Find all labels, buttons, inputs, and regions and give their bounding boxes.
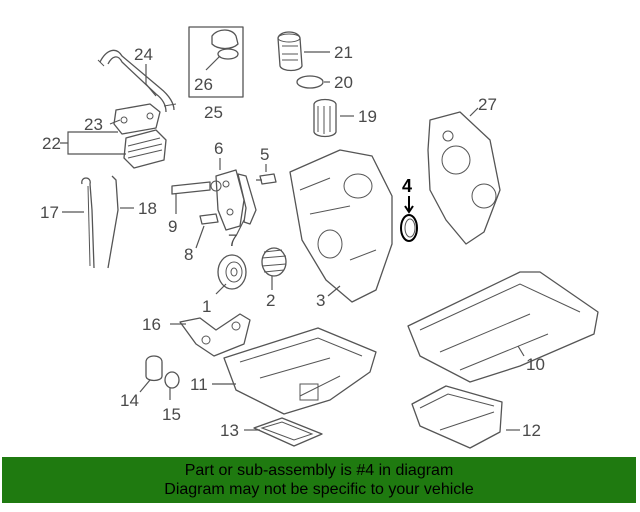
part-15-washer[interactable] (164, 371, 180, 389)
parts-diagram: 24 23 22 26 25 21 20 19 27 4 6 5 9 7 8 1… (40, 26, 599, 449)
part-10-oil-pan[interactable] (407, 271, 599, 383)
part-3-timing-cover[interactable] (289, 149, 393, 303)
part-11-oil-pan-upper[interactable] (223, 327, 377, 415)
banner-line-2: Diagram may not be specific to your vehi… (164, 481, 474, 498)
callout-16: 16 (142, 315, 161, 334)
part-18-dipstick-tube[interactable] (107, 175, 119, 269)
callout-17: 17 (40, 203, 59, 222)
part-27-rear-cover[interactable] (427, 111, 501, 245)
part-16-mount-bracket[interactable] (179, 313, 251, 357)
callout-13: 13 (220, 421, 239, 440)
callout-22: 22 (42, 134, 61, 153)
callout-6: 6 (214, 139, 223, 158)
info-banner: Part or sub-assembly is #4 in diagram Di… (2, 457, 636, 503)
callout-7: 7 (228, 231, 237, 250)
part-23-bracket[interactable] (113, 103, 161, 135)
part-7-gasket[interactable] (237, 173, 257, 225)
callout-5: 5 (260, 145, 269, 164)
part-5-bolt[interactable] (256, 173, 277, 185)
callout-10: 10 (526, 355, 545, 374)
callout-27: 27 (478, 95, 497, 114)
part-9-bolt[interactable] (171, 180, 222, 195)
part-8-bolt[interactable] (199, 213, 219, 225)
callout-26: 26 (194, 75, 213, 94)
part-24-dipstick-tube[interactable] (97, 49, 177, 113)
leader-lines (60, 51, 525, 431)
part-19-filter-element[interactable] (313, 98, 337, 138)
part-14-plug[interactable] (145, 355, 163, 382)
callout-24: 24 (134, 45, 153, 64)
callout-21: 21 (334, 43, 353, 62)
callout-9: 9 (168, 217, 177, 236)
callout-18: 18 (138, 199, 157, 218)
part-22-oil-cooler[interactable] (123, 129, 167, 169)
part-21-filter-housing[interactable] (277, 31, 303, 72)
callout-2: 2 (266, 291, 275, 310)
banner-line-1: Part or sub-assembly is #4 in diagram (184, 462, 454, 479)
callout-15: 15 (162, 405, 181, 424)
callout-25: 25 (204, 103, 223, 122)
part-12-oil-pan-lower[interactable] (411, 385, 503, 449)
callout-19: 19 (358, 107, 377, 126)
part-4-seal[interactable] (400, 214, 418, 242)
callout-12: 12 (522, 421, 541, 440)
callout-23: 23 (84, 115, 103, 134)
callout-14: 14 (120, 391, 139, 410)
callout-11: 11 (190, 375, 208, 394)
callout-1: 1 (202, 297, 211, 316)
part-17-dipstick[interactable] (81, 177, 95, 269)
part-13-gasket[interactable] (253, 417, 323, 447)
part-20-o-ring[interactable] (296, 75, 324, 89)
callout-3: 3 (316, 291, 325, 310)
part-1-pulley[interactable] (217, 254, 247, 290)
part-6-bracket[interactable] (215, 169, 245, 231)
callout-8: 8 (184, 245, 193, 264)
part-25-oil-filler-kit[interactable] (188, 26, 244, 98)
callout-4: 4 (402, 176, 412, 196)
part-2-sprocket[interactable] (261, 247, 287, 277)
callout-20: 20 (334, 73, 353, 92)
